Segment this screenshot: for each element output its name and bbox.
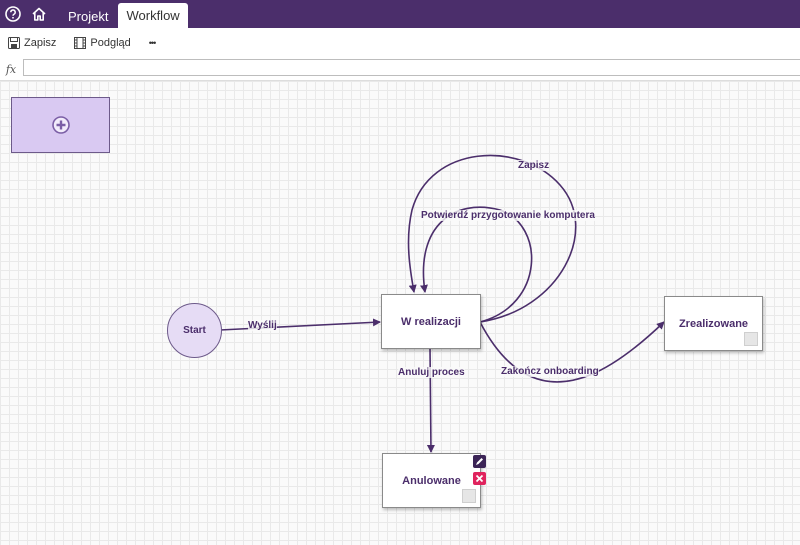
save-button-label: Zapisz [24, 37, 57, 49]
state-completed[interactable]: Zrealizowane [664, 296, 763, 351]
start-node-label: Start [183, 325, 206, 336]
formula-bar: fx [0, 58, 800, 80]
close-icon [475, 474, 484, 483]
edge-label-save[interactable]: Zapisz [518, 160, 550, 171]
state-cancelled-label: Anulowane [402, 474, 461, 487]
edge-label-confirm[interactable]: Potwierdź przygotowanie komputera [421, 210, 595, 221]
tab-project[interactable]: Projekt [68, 8, 109, 24]
formula-input[interactable] [23, 59, 800, 76]
home-icon[interactable] [26, 0, 52, 28]
state-in-progress-label: W realizacji [401, 315, 461, 328]
edge-cancel [426, 347, 435, 453]
toolbar: Zapisz Podgląd ••• [0, 28, 800, 58]
edge-label-send[interactable]: Wyślij [248, 320, 277, 331]
save-button[interactable]: Zapisz [8, 37, 56, 49]
fx-label: fx [5, 62, 17, 76]
edge-label-cancel[interactable]: Anuluj proces [398, 367, 465, 378]
preview-button[interactable]: Podgląd [74, 37, 131, 49]
preview-icon [74, 37, 87, 49]
add-circle-icon [51, 116, 70, 134]
tab-workflow[interactable]: Workflow [118, 3, 188, 28]
state-completed-label: Zrealizowane [678, 317, 749, 330]
edge-save-loop [407, 154, 577, 323]
add-state-block[interactable] [11, 97, 110, 153]
preview-button-label: Podgląd [90, 37, 131, 49]
state-completed-handle[interactable] [744, 332, 758, 346]
help-icon[interactable] [0, 0, 26, 28]
more-options-button[interactable]: ••• [148, 38, 157, 48]
save-icon [8, 37, 20, 49]
edit-state-button[interactable] [473, 455, 486, 468]
state-in-progress[interactable]: W realizacji [381, 294, 481, 349]
top-navigation-bar: Projekt Workflow [0, 0, 800, 28]
start-node[interactable]: Start [167, 303, 222, 358]
pencil-icon [476, 458, 483, 465]
delete-state-button[interactable] [473, 472, 486, 485]
state-cancelled-handle[interactable] [462, 489, 476, 503]
edge-label-finish[interactable]: Zakończ onboarding [501, 366, 599, 377]
state-cancelled[interactable]: Anulowane [382, 453, 481, 508]
edge-send [219, 318, 381, 331]
